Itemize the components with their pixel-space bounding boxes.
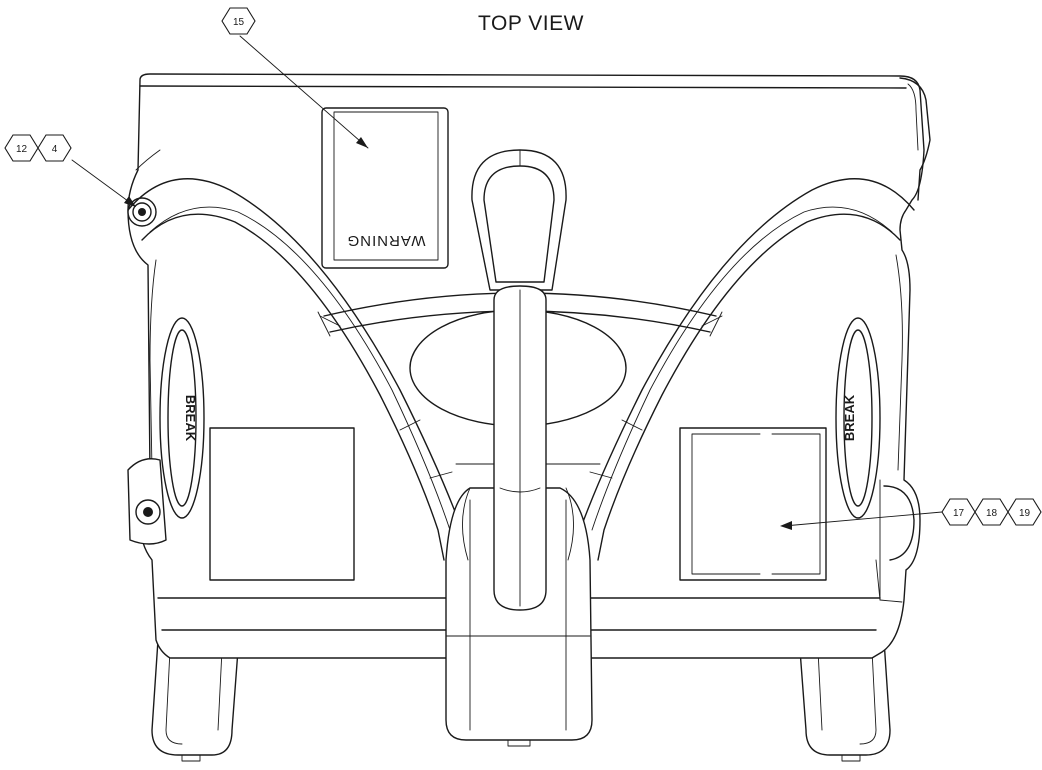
right-label-panel	[679, 427, 827, 581]
balloon-18: 18	[974, 498, 1009, 526]
left-side-logo: BREAK	[159, 317, 205, 519]
svg-text:17: 17	[953, 508, 965, 519]
left-lower-knob	[127, 458, 167, 545]
balloon-4: 4	[37, 134, 72, 162]
right-foot	[799, 639, 891, 762]
warning-label: WARNING	[347, 232, 426, 249]
svg-text:4: 4	[52, 144, 58, 155]
svg-text:BREAK: BREAK	[842, 394, 857, 441]
balloon-17: 17	[941, 498, 976, 526]
balloon-12: 12	[4, 134, 39, 162]
svg-text:15: 15	[233, 17, 245, 28]
svg-text:19: 19	[1019, 508, 1031, 519]
center-handle	[445, 149, 593, 747]
svg-text:12: 12	[16, 144, 28, 155]
balloon-19: 19	[1007, 498, 1042, 526]
left-upper-knob	[127, 197, 157, 227]
svg-text:18: 18	[986, 508, 998, 519]
warning-decal: WARNING	[321, 107, 449, 269]
left-label-panel	[209, 427, 355, 581]
left-foot	[151, 639, 239, 762]
right-arch-rib	[571, 178, 915, 561]
right-side-logo: BREAK	[835, 317, 881, 519]
balloon-15: 15	[221, 7, 256, 35]
left-arch-rib	[127, 178, 471, 561]
leader-lines	[71, 35, 943, 530]
view-title: TOP VIEW	[478, 12, 584, 35]
svg-text:BREAK: BREAK	[183, 395, 198, 442]
